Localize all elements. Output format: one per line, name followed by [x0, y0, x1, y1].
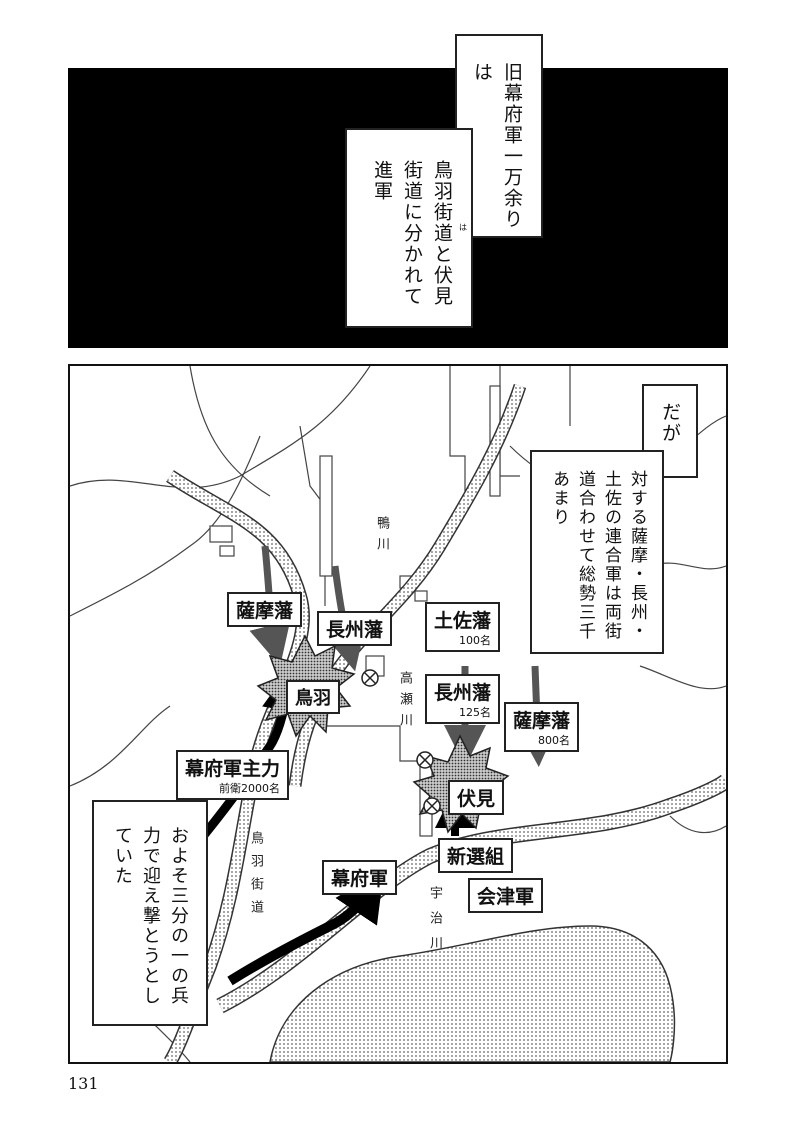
label-tosa: 土佐藩 100名: [425, 602, 501, 652]
army-name: 幕府軍主力: [185, 758, 281, 780]
label-shinsengumi: 新選組: [438, 838, 514, 873]
narration-text: 旧幕府軍一万余りは: [471, 62, 523, 230]
page-number: 131: [68, 1074, 99, 1093]
label-choshu-east: 長州藩 125名: [425, 674, 501, 724]
narration-box-map-left: およそ三分の一の兵力で迎え撃とうとしていた: [92, 800, 208, 1026]
label-bakufu: 幕府軍: [322, 860, 398, 895]
army-name: 薩摩藩: [513, 710, 571, 732]
ruby-text: は: [459, 223, 467, 232]
place-toba-road: 鳥羽街道: [248, 831, 263, 923]
label-bakufu-main: 幕府軍主力 前衛2000名: [176, 750, 290, 800]
army-strength: 前衛2000名: [219, 782, 281, 795]
place-kamo-river: 鴨川: [374, 516, 389, 558]
place-takase-river: 高瀬川: [397, 671, 412, 734]
narration-text: およそ三分の一の兵力で迎え撃とうとしていた: [112, 826, 189, 1006]
label-satsuma-east: 薩摩藩 800名: [504, 702, 580, 752]
army-strength: 800名: [538, 734, 571, 747]
label-satsuma-west: 薩摩藩: [227, 592, 303, 627]
narration-text: だが: [659, 402, 681, 444]
army-name: 長州藩: [434, 682, 492, 704]
label-fushimi: 伏見: [448, 780, 505, 815]
label-aizu: 会津軍: [468, 878, 544, 913]
label-choshu-west: 長州藩: [317, 611, 393, 646]
narration-text: 対する薩摩・長州・土佐の連合軍は両街道合わせて総勢三千あまり: [549, 470, 647, 641]
place-uji-river: 宇治川: [427, 886, 442, 961]
label-toba: 鳥羽: [286, 680, 340, 714]
narration-box-map-right: 対する薩摩・長州・土佐の連合軍は両街道合わせて総勢三千あまり: [530, 450, 664, 654]
narration-text: 鳥羽街道と伏見街道に分かれて進軍: [371, 160, 453, 307]
army-strength: 100名: [459, 634, 492, 647]
army-name: 土佐藩: [434, 610, 492, 632]
narration-box-top-left: 鳥羽街道と伏見街道に分かれて進軍 は: [345, 128, 473, 328]
army-strength: 125名: [459, 706, 492, 719]
